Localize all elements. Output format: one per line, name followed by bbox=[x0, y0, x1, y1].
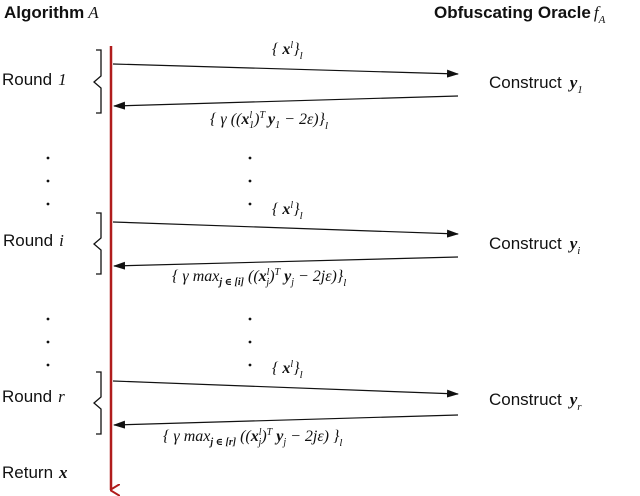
round-i-brace bbox=[93, 212, 102, 275]
round-1-response-arrow bbox=[113, 95, 459, 110]
ellipsis-center-1 bbox=[248, 156, 252, 206]
round-r-brace bbox=[93, 371, 102, 435]
round-r-query-arrow bbox=[112, 380, 459, 398]
ellipsis-center-2 bbox=[248, 317, 252, 367]
ellipsis-left-2 bbox=[46, 317, 50, 367]
round-i-query: { xl}l bbox=[272, 200, 303, 222]
round-i-query-arrow bbox=[112, 221, 459, 238]
round-r-response-arrow bbox=[113, 414, 459, 429]
ellipsis-left-1 bbox=[46, 156, 50, 206]
round-i-response-arrow bbox=[113, 256, 459, 270]
round-r-query: { xl}l bbox=[272, 359, 303, 381]
round-1-query-arrow bbox=[112, 63, 459, 78]
round-1-brace bbox=[93, 49, 102, 114]
round-1-query: { xl}l bbox=[272, 40, 303, 62]
